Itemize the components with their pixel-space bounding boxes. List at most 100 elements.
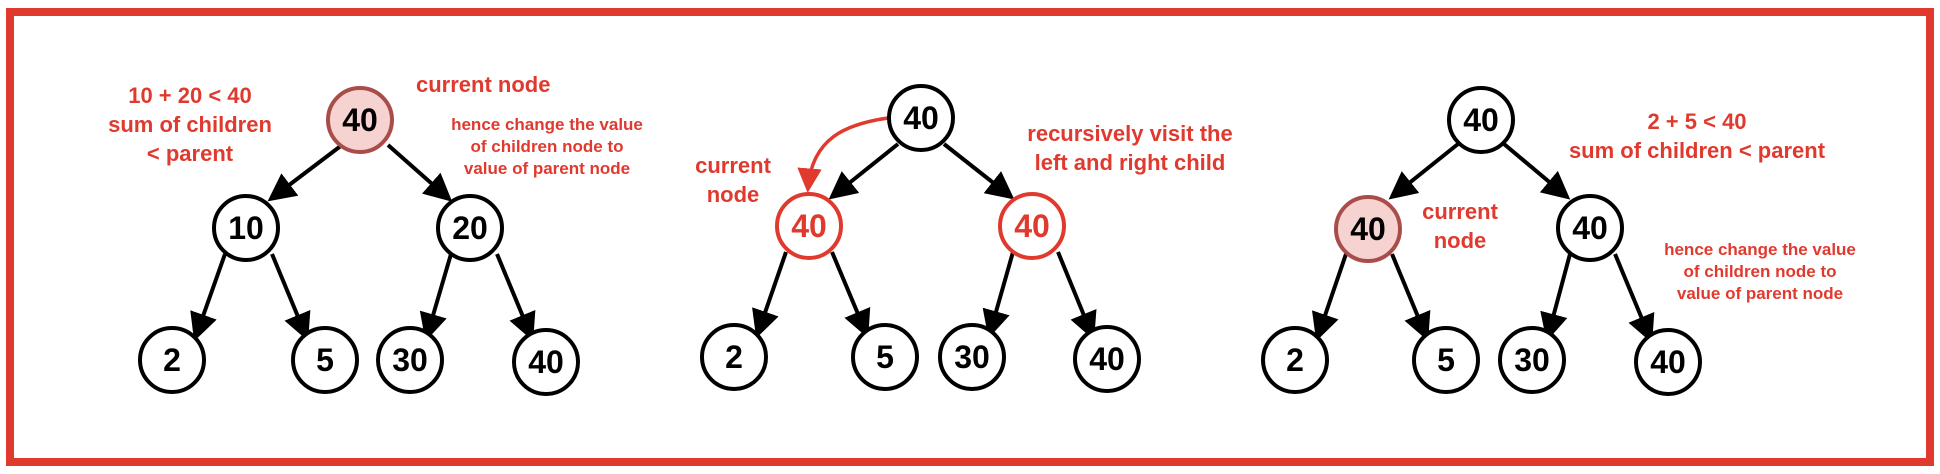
edge [1613, 253, 1655, 344]
node-value: 30 [954, 339, 990, 375]
edge [752, 251, 788, 339]
node-circle [775, 192, 843, 260]
edge [270, 253, 311, 342]
node-circle [436, 194, 504, 262]
edge [828, 142, 900, 200]
edge [1056, 251, 1097, 341]
panel-1: 40 10 20 2 5 30 40 10 + 20 < 40 su [108, 72, 643, 396]
tree-node: 40 [1447, 86, 1515, 154]
node-circle [1261, 326, 1329, 394]
panel-3: 40 40 40 2 5 30 40 2 + 5 < 40 sum [1261, 86, 1856, 396]
node-value: 2 [725, 339, 743, 375]
annotation-hence: hence change the value of children node … [451, 115, 643, 178]
annotation-line: node [1434, 228, 1487, 253]
annotation-line: recursively visit the [1027, 121, 1232, 146]
annotation-line: hence change the value [451, 115, 643, 134]
annotation-line: sum of children < parent [1569, 138, 1826, 163]
node-circle [700, 323, 768, 391]
node-circle [1334, 195, 1402, 263]
node-circle [1447, 86, 1515, 154]
node-circle [998, 192, 1066, 260]
node-value: 5 [316, 342, 334, 378]
annotation-line: of children node to [1684, 262, 1837, 281]
node-circle [1634, 328, 1702, 396]
edge [1390, 253, 1431, 342]
node-circle [512, 328, 580, 396]
node-value: 10 [228, 210, 264, 246]
node-value: 40 [1350, 211, 1386, 247]
node-circle [1412, 326, 1480, 394]
outer-border [6, 8, 1934, 466]
annotation-line: of children node to [471, 137, 624, 156]
node-value: 2 [1286, 342, 1304, 378]
tree-node: 40 [775, 192, 843, 260]
node-value: 30 [1514, 342, 1550, 378]
node-circle [138, 326, 206, 394]
tree-node: 2 [1261, 326, 1329, 394]
annotation-line: node [707, 182, 760, 207]
annotation-line: hence change the value [1664, 240, 1856, 259]
edge [1502, 142, 1571, 200]
tree-node: 20 [436, 194, 504, 262]
annotation-line: sum of children [108, 112, 272, 137]
edge [495, 253, 536, 342]
edge [942, 142, 1015, 200]
edge [982, 251, 1015, 339]
annotation-hence: hence change the value of children node … [1664, 240, 1856, 303]
tree-node: 5 [851, 323, 919, 391]
tree-node: 30 [376, 326, 444, 394]
tree-node: 40 [326, 86, 394, 154]
node-value: 5 [876, 339, 894, 375]
node-circle [887, 84, 955, 152]
tree-node: 40 [1334, 195, 1402, 263]
annotation-line: current [695, 153, 771, 178]
tree-node: 40 [512, 328, 580, 396]
node-value: 40 [903, 100, 939, 136]
annotation-current-node: current node [1422, 199, 1498, 253]
node-value: 40 [1650, 344, 1686, 380]
node-value: 40 [1463, 102, 1499, 138]
edge [267, 143, 344, 202]
annotation-line: value of parent node [464, 159, 630, 178]
annotation-line: < parent [147, 141, 234, 166]
edge [190, 253, 227, 342]
node-value: 40 [791, 208, 827, 244]
node-circle [212, 194, 280, 262]
tree-node: 30 [938, 323, 1006, 391]
annotation-current-node: current node [416, 72, 550, 97]
annotation-line: value of parent node [1677, 284, 1843, 303]
tree-node: 10 [212, 194, 280, 262]
annotation-current-node: current node [695, 153, 771, 207]
tree-node: 5 [1412, 326, 1480, 394]
tree-node: 2 [700, 323, 768, 391]
node-value: 20 [452, 210, 488, 246]
node-value: 40 [528, 344, 564, 380]
annotation-sum: 10 + 20 < 40 sum of children < parent [108, 83, 272, 166]
annotation-sum: 2 + 5 < 40 sum of children < parent [1569, 109, 1826, 163]
tree-node: 40 [1556, 194, 1624, 262]
tree-node: 30 [1498, 326, 1566, 394]
current-node-pointer-arrow [797, 116, 889, 193]
node-circle [1498, 326, 1566, 394]
annotation-line: 2 + 5 < 40 [1647, 109, 1746, 134]
node-circle [326, 86, 394, 154]
annotation-line: current [1422, 199, 1498, 224]
node-value: 5 [1437, 342, 1455, 378]
node-value: 2 [163, 342, 181, 378]
edge [1540, 253, 1572, 342]
node-circle [376, 326, 444, 394]
tree-node: 40 [887, 84, 955, 152]
node-value: 40 [1014, 208, 1050, 244]
tree-node: 40 [1073, 325, 1141, 393]
node-circle [1556, 194, 1624, 262]
tree-node: 2 [138, 326, 206, 394]
node-value: 40 [1572, 210, 1608, 246]
tree-node: 5 [291, 326, 359, 394]
node-circle [1073, 325, 1141, 393]
node-value: 30 [392, 342, 428, 378]
tree-node: 40 [1634, 328, 1702, 396]
annotation-recursive: recursively visit the left and right chi… [1027, 121, 1232, 175]
node-circle [851, 323, 919, 391]
annotation-line: current node [416, 72, 550, 97]
